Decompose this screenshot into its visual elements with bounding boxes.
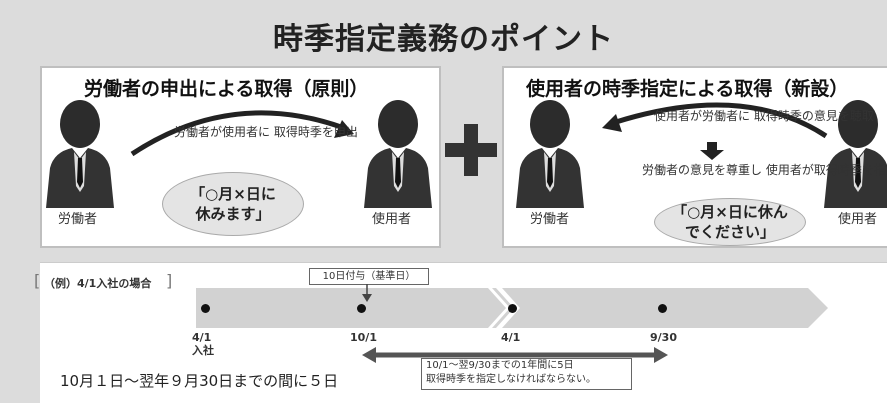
employer-speech-text: 「○月×日に休ん でください」 xyxy=(672,203,788,241)
page-title: 時季指定義務のポイント xyxy=(273,22,614,57)
example-bracket-open: [ xyxy=(34,271,41,290)
inquiry-note: 使用者が労働者に 取得時季の意見を聴取 xyxy=(654,109,874,123)
worker-speech-text: 「○月×日に 休みます」 xyxy=(190,185,276,223)
right-panel-title: 使用者の時季指定による取得（新設） xyxy=(526,78,849,100)
inquiry-arrow-icon xyxy=(602,102,828,139)
designation-note: 労働者の意見を尊重し 使用者が取得時季を指定 xyxy=(642,163,887,177)
left-panel-title: 労働者の申出による取得（原則） xyxy=(84,78,369,100)
employer-label: 使用者 xyxy=(838,212,878,227)
tick-label: 10/1 xyxy=(350,331,377,344)
summary-text: 10月１日～翌年９月30日までの間に５日 xyxy=(60,372,339,390)
example-label: （例）4/1入社の場合 xyxy=(44,277,152,290)
timeline-point xyxy=(201,304,210,313)
period-arrow-icon xyxy=(362,347,668,363)
worker-icon xyxy=(516,100,584,208)
left-panel: 労働者の申出による取得（原則） 労働者 使用者 労働者が使用者に 取得時季を申出… xyxy=(40,66,441,248)
employer-icon xyxy=(824,100,887,208)
employer-label: 使用者 xyxy=(372,212,412,227)
right-panel: 使用者の時季指定による取得（新設） 労働者 使用者 使用者が労働者に 取得時季の… xyxy=(502,66,887,248)
period-note: 10/1～翌9/30までの1年間に5日 取得時季を指定しなければならない。 xyxy=(421,358,632,390)
request-note: 労働者が使用者に 取得時季を申出 xyxy=(174,125,358,139)
grant-pointer-icon xyxy=(362,284,372,302)
worker-label: 労働者 xyxy=(530,212,570,227)
worker-speech-bubble: 「○月×日に 休みます」 xyxy=(162,172,304,236)
down-arrow-icon xyxy=(700,142,724,160)
worker-icon xyxy=(46,100,114,208)
timeline-point xyxy=(658,304,667,313)
grant-date-label: 10日付与（基準日） xyxy=(309,268,429,285)
timeline-point xyxy=(357,304,366,313)
tick-label: 9/30 xyxy=(650,331,677,344)
timeline-point xyxy=(508,304,517,313)
request-arrow-icon xyxy=(130,110,354,157)
example-bracket-close: ] xyxy=(166,271,173,290)
plus-icon xyxy=(445,124,497,176)
tick-label: 4/1 xyxy=(501,331,521,344)
tick-label: 4/1 入社 xyxy=(192,331,214,357)
worker-label: 労働者 xyxy=(58,212,98,227)
timeline-chevrons xyxy=(196,288,828,328)
employer-icon xyxy=(364,100,432,208)
employer-speech-bubble: 「○月×日に休ん でください」 xyxy=(654,198,806,246)
